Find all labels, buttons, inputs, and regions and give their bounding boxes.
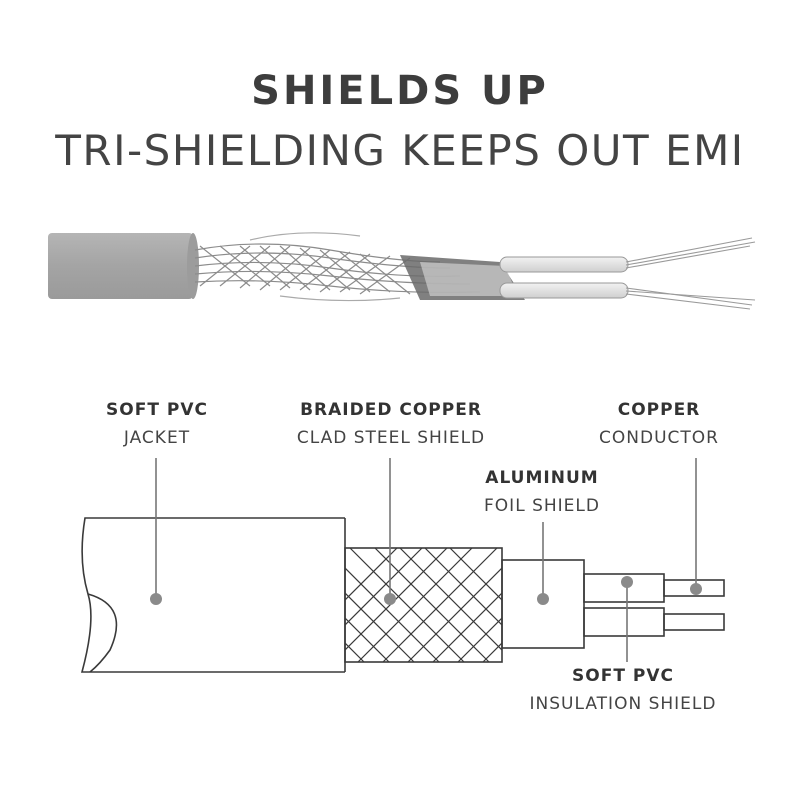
photo-conductors bbox=[625, 237, 756, 310]
label-foil-bold: ALUMINUM bbox=[485, 468, 599, 488]
label-jacket: SOFT PVC JACKET bbox=[86, 396, 228, 452]
label-foil: ALUMINUM FOIL SHIELD bbox=[462, 464, 622, 520]
diagram-conductor-bottom bbox=[663, 613, 725, 631]
braid-hatch bbox=[345, 548, 502, 662]
label-insulation: SOFT PVC INSULATION SHIELD bbox=[512, 662, 734, 718]
conductor-marker bbox=[690, 583, 702, 595]
page-title: SHIELDS UP bbox=[251, 68, 549, 114]
jacket-marker bbox=[150, 593, 162, 605]
label-conductor-normal: CONDUCTOR bbox=[599, 428, 719, 448]
photo-wire-bottom bbox=[499, 282, 629, 299]
foil-marker bbox=[537, 593, 549, 605]
insulation-marker bbox=[621, 576, 633, 588]
label-conductor: COPPER CONDUCTOR bbox=[584, 396, 734, 452]
diagram-insulation-bottom bbox=[583, 607, 665, 637]
label-braid: BRAIDED COPPER CLAD STEEL SHIELD bbox=[276, 396, 506, 452]
label-braid-normal: CLAD STEEL SHIELD bbox=[296, 428, 486, 448]
label-foil-normal: FOIL SHIELD bbox=[484, 496, 600, 516]
label-insulation-normal: INSULATION SHIELD bbox=[529, 694, 717, 714]
diagram-braid bbox=[344, 547, 503, 663]
label-insulation-bold: SOFT PVC bbox=[572, 666, 674, 686]
diagram-conductor-top bbox=[663, 579, 725, 597]
label-braid-bold: BRAIDED COPPER bbox=[300, 400, 482, 420]
label-jacket-normal: JACKET bbox=[123, 428, 191, 448]
photo-jacket bbox=[48, 233, 193, 299]
page-subtitle: TRI-SHIELDING KEEPS OUT EMI bbox=[55, 126, 745, 175]
braid-marker bbox=[384, 593, 396, 605]
label-jacket-bold: SOFT PVC bbox=[106, 400, 208, 420]
label-conductor-bold: COPPER bbox=[617, 400, 701, 420]
diagram-jacket bbox=[80, 517, 345, 673]
